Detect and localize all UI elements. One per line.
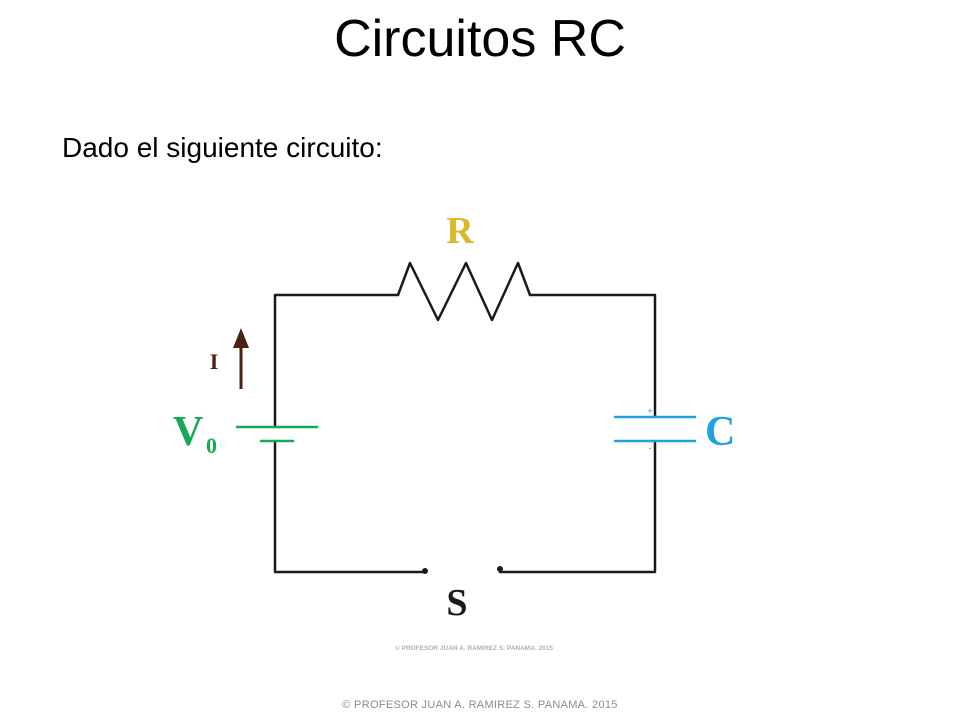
- capacitor-minus-sign: -: [649, 443, 652, 453]
- switch-contact-left: [422, 568, 428, 574]
- intro-text: Dado el siguiente circuito:: [62, 132, 383, 163]
- capacitor-symbol: [613, 415, 697, 443]
- wire-bottom-right: [498, 439, 657, 574]
- current-label: I: [210, 349, 219, 374]
- current-arrow-icon: [233, 328, 249, 389]
- wire-left-lower: [273, 439, 427, 574]
- source-label: V: [173, 409, 203, 455]
- wire-top-right: [528, 293, 657, 419]
- capacitor-label: C: [705, 409, 735, 455]
- resistor-label: R: [446, 210, 474, 252]
- slide-footer: © PROFESOR JUAN A. RAMIREZ S. PANAMA. 20…: [342, 699, 618, 711]
- source-label-subscript: 0: [206, 433, 217, 458]
- resistor-symbol: [396, 261, 532, 322]
- wire-top: [273, 293, 400, 429]
- battery-symbol: [235, 425, 319, 443]
- capacitor-plus-sign: +: [647, 406, 652, 416]
- switch-contact-right: [497, 566, 503, 572]
- switch-label: S: [446, 582, 467, 624]
- slide-title: Circuitos RC: [334, 10, 626, 68]
- diagram-watermark: © PROFESOR JUAN A. RAMIREZ S. PANAMA. 20…: [395, 644, 553, 652]
